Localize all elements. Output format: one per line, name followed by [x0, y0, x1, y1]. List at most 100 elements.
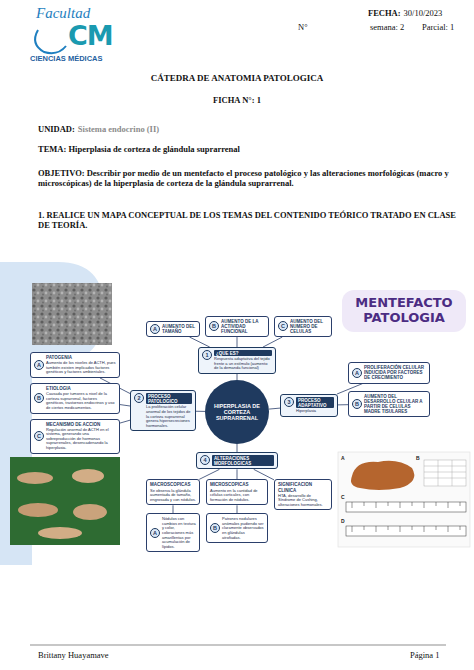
box-heading: HIPERPLASIA DE CORTEZA SUPRARRENAL	[210, 403, 264, 422]
connector-line	[199, 469, 219, 479]
callout-number: B	[209, 321, 219, 331]
objective-text: OBJETIVO: Describir por medio de un ment…	[38, 168, 456, 188]
logo-text: Facultad	[36, 4, 90, 22]
concept-box: MICROSCOPICAS Aumento en la cantidad de c…	[206, 479, 268, 505]
box-heading: MECANISMO DE ACCION	[46, 422, 116, 427]
macro-photo	[10, 457, 120, 545]
box-heading: PROCESO PATOLOGICO	[146, 393, 192, 404]
unit-value: Sistema endocrino (II)	[78, 124, 159, 134]
gland-specimen	[351, 461, 414, 490]
connector-line	[338, 404, 348, 405]
figure-letter: C	[341, 494, 345, 500]
box-heading: AUMENTO DEL TAMAÑO	[162, 324, 196, 334]
box-body: Hiperplasia	[296, 409, 334, 414]
connector-line	[254, 469, 274, 480]
text-column: PROCESO ADAPTATIVOHiperplasia	[296, 397, 334, 414]
connector-line	[263, 337, 282, 347]
text-column: SIGNIFICACION CLINICAHTA, desarrollo de …	[278, 482, 328, 507]
concept-box: SIGNIFICACION CLINICAHTA, desarrollo de …	[274, 479, 332, 510]
connector-line	[269, 408, 280, 409]
box-body: Respuesta adaptativa del tejido frente a…	[214, 357, 272, 371]
text-column: MICROSCOPICAS Aumento en la cantidad de c…	[210, 482, 264, 502]
text-column: MENTEFACTO PATOLOGIA	[350, 296, 458, 326]
box-body: HTA, desarrollo de Síndrome de Cushing, …	[278, 494, 328, 508]
text-column: PATOGENIAAumento de los niveles de ACTH,…	[46, 355, 116, 375]
concept-box: BPatrones nodulares anómalos pudiendo se…	[206, 513, 268, 543]
box-body: La proliferación celular anormal de los …	[146, 405, 192, 428]
text-column: HIPERPLASIA DE CORTEZA SUPRARRENAL	[210, 403, 264, 422]
concept-box: ANódulos con cambios en textura y color,…	[146, 513, 200, 552]
micrograph	[32, 283, 112, 345]
page-number: Página 1	[410, 650, 440, 660]
connector-line	[120, 405, 130, 406]
callout-number: 2	[134, 393, 144, 403]
concept-box: CMECANISMO DE ACCIONRegulación anormal d…	[30, 419, 120, 454]
box-heading: MICROSCOPICAS	[210, 482, 264, 487]
gland-slice	[73, 504, 107, 520]
box-body: Aumento en la cantidad de células cortic…	[210, 489, 264, 503]
box-body: Se observa la glándula aumentada de tama…	[150, 489, 196, 503]
concept-box: MACROSCOPICAS Se observa la glándula aume…	[146, 479, 200, 505]
figure-letter: D	[341, 518, 345, 524]
callout-number: A	[150, 324, 160, 334]
connector-line	[120, 420, 130, 423]
text-column: AUMENTO DEL DESARROLLO CELULAR A PARTIR …	[364, 394, 426, 415]
concept-box: AAUMENTO DEL TAMAÑO	[146, 321, 200, 337]
topic-line: TEMA: Hiperplasia de corteza de glándula…	[38, 144, 240, 154]
text-column: Patrones nodulares anómalos pudiendo ser…	[222, 516, 264, 540]
callout-number: 4	[200, 455, 210, 465]
text-column: PROCESO PATOLOGICOLa proliferación celul…	[146, 393, 192, 428]
box-heading: ALTERACIONES MORFOLOGICAS	[212, 455, 274, 466]
box-body: Aumento de los niveles de ACTH, pues tam…	[46, 361, 116, 375]
text-column: MACROSCOPICAS Se observa la glándula aume…	[150, 482, 196, 502]
connector-line	[237, 337, 238, 347]
central-circle: HIPERPLASIA DE CORTEZA SUPRARRENAL	[205, 380, 269, 444]
box-heading: PROCESO ADAPTATIVO	[296, 397, 334, 408]
callout-number: B	[352, 399, 362, 409]
logo-swoosh	[35, 30, 66, 53]
connector-line	[237, 505, 238, 513]
box-body: Causada por tumores a nivel de la cortez…	[46, 392, 116, 410]
figure-letter: B	[416, 455, 420, 461]
callout-number: 1	[202, 350, 212, 360]
branch-box: 2PROCESO PATOLOGICOLa proliferación celu…	[130, 390, 196, 431]
text-column: ¿QUE ES?Respuesta adaptativa del tejido …	[214, 350, 272, 371]
connector-line	[196, 411, 205, 412]
text-column: ALTERACIONES MORFOLOGICAS	[212, 455, 274, 466]
page-title: CÁTEDRA DE ANATOMIA PATOLOGICA	[0, 73, 474, 84]
week-label: N°	[298, 22, 308, 32]
connector-line	[237, 444, 238, 452]
callout-number: A	[34, 360, 44, 370]
author-name: Brittany Huayamave	[38, 650, 109, 660]
date-label: FECHA:	[368, 8, 401, 18]
box-body: Nódulos con cambios en textura y color, …	[162, 517, 196, 549]
box-body: Regulación anormal de ACTH en el sistema…	[46, 428, 116, 451]
ruler	[346, 502, 466, 536]
box-heading: MENTEFACTO PATOLOGIA	[350, 296, 458, 326]
data-table	[424, 460, 466, 486]
gland-slice	[38, 527, 82, 539]
callout-number: 3	[284, 397, 294, 407]
concept-box: BAUMENTO DEL DESARROLLO CELULAR A PARTIR…	[348, 391, 430, 418]
callout-number: A	[150, 528, 160, 538]
box-heading: MACROSCOPICAS	[150, 482, 196, 487]
connector-line	[190, 337, 210, 347]
logo-mark: CM	[68, 20, 113, 52]
callout-number: C	[278, 321, 288, 331]
branch-box: 3PROCESO ADAPTATIVOHiperplasia	[280, 394, 338, 417]
unit-label: UNIDAD:	[38, 124, 75, 134]
concept-box: APROLIFERACIÓN CELULAR INDUCIDA POR FACT…	[348, 362, 430, 384]
branch-box: 4ALTERACIONES MORFOLOGICAS	[196, 452, 278, 469]
concept-box: APATOGENIAAumento de los niveles de ACTH…	[30, 352, 120, 378]
box-heading: AUMENTO DE LA ACTIVIDAD FUNCIONAL	[221, 319, 265, 335]
gland-slice	[18, 503, 58, 517]
connector-line	[173, 505, 174, 513]
callout-number: C	[34, 431, 44, 441]
gland-slice	[72, 469, 104, 483]
text-column: AUMENTO DE LA ACTIVIDAD FUNCIONAL	[221, 319, 265, 335]
date-value: 30/10/2023	[404, 8, 443, 18]
box-heading: PROLIFERACIÓN CELULAR INDUCIDA POR FACTO…	[364, 365, 426, 381]
text-column: ETIOLOGIACausada por tumores a nivel de …	[46, 386, 116, 411]
concept-box: BAUMENTO DE LA ACTIVIDAD FUNCIONAL	[205, 316, 269, 338]
